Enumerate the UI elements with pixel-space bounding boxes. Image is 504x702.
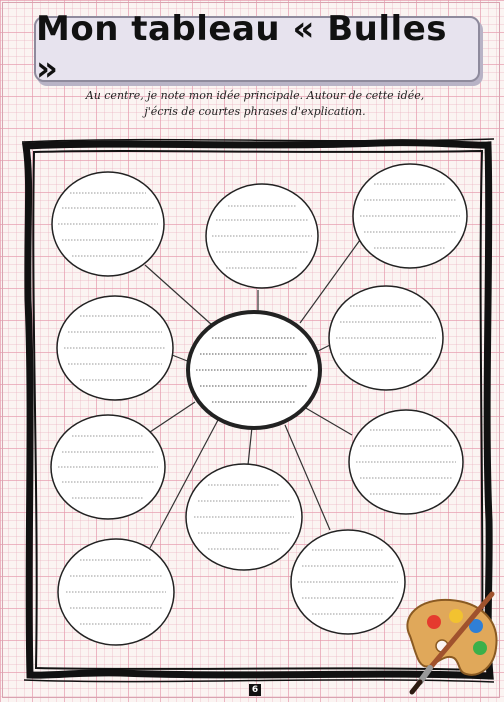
bubble-lower-center bbox=[186, 464, 302, 570]
bubble-bottom-left bbox=[58, 539, 174, 645]
bubble-top-left bbox=[52, 172, 164, 276]
bubble-middle-left bbox=[57, 296, 173, 400]
bubble-lower-right bbox=[349, 410, 463, 514]
bubble-top-right bbox=[353, 164, 467, 268]
bubble-bottom-right bbox=[291, 530, 405, 634]
connector-line bbox=[150, 402, 195, 432]
bubble-top-center bbox=[206, 184, 318, 288]
page-number: 6 bbox=[249, 684, 261, 696]
connector-line bbox=[248, 427, 252, 465]
connector-line bbox=[304, 407, 352, 435]
central-bubble bbox=[188, 312, 320, 428]
bubble-lower-left bbox=[51, 415, 165, 519]
bubble-middle-right bbox=[329, 286, 443, 390]
